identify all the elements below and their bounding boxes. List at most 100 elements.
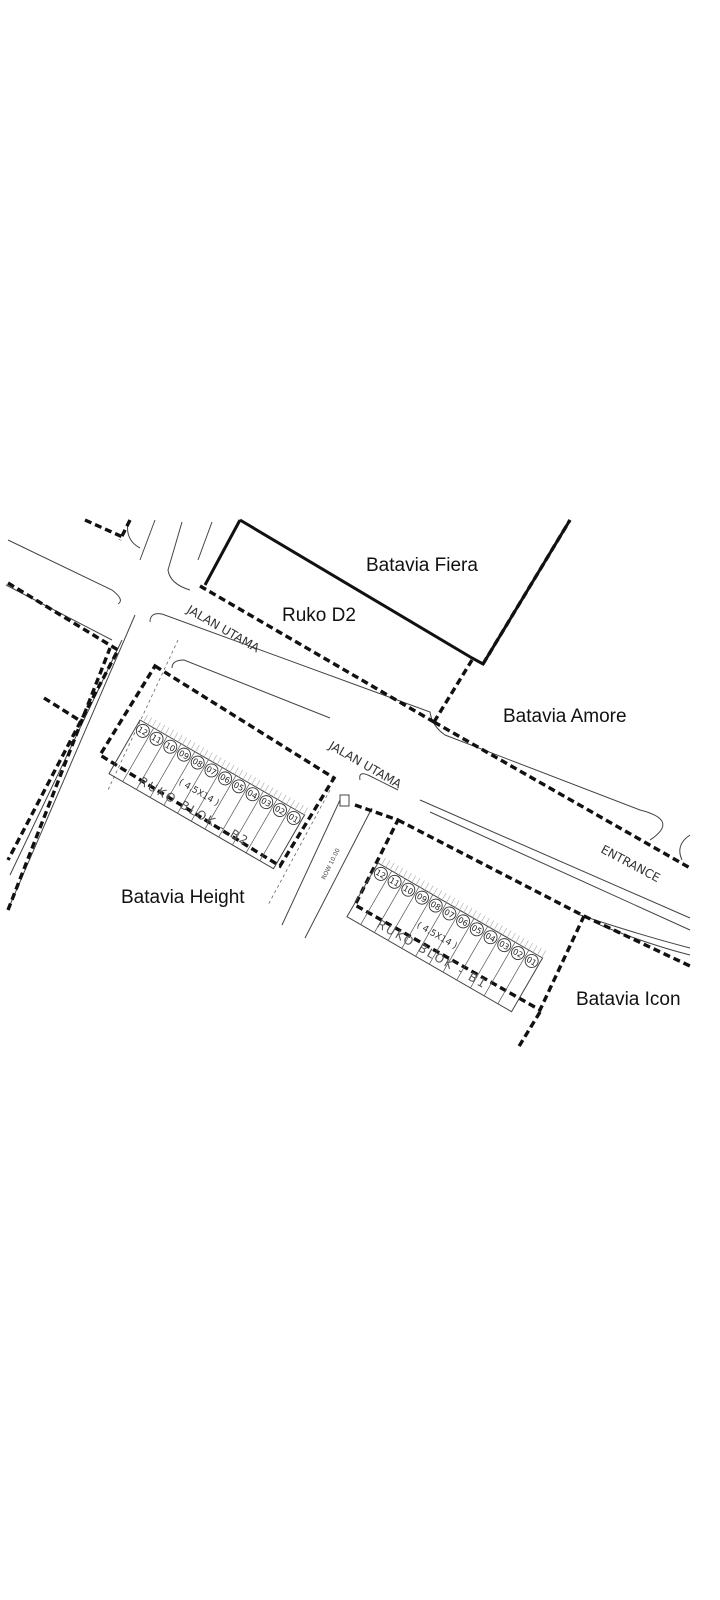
b2-hatch-line (273, 789, 278, 798)
b1-hatch-line (441, 892, 447, 901)
b1-hatch-line (498, 925, 503, 933)
b1-hatch-line (489, 920, 494, 928)
b1-hatch-line (389, 862, 395, 871)
area-label-batavia-fiera: Batavia Fiera (366, 555, 478, 576)
b1-unit-divider (483, 941, 516, 997)
b1-hatch-line (402, 870, 408, 878)
b2-unit-divider (149, 743, 182, 798)
b2-hatch-line (177, 734, 183, 743)
road-edges (5, 519, 691, 956)
b2-hatch-line (169, 729, 174, 738)
b2-unit-number: 05 (232, 780, 245, 793)
b2-hatch-line (229, 764, 235, 773)
b1-hatch-line (528, 942, 533, 951)
b1-unit-marker (373, 866, 388, 881)
b2-hatch-line (294, 802, 300, 810)
b2-unit-number: 01 (287, 812, 300, 825)
b2-unit-divider (122, 727, 155, 782)
b1-hatch-line (454, 900, 460, 908)
b1-hatch-line (407, 872, 412, 881)
b1-hatch (381, 857, 546, 958)
b2-hatch-line (186, 739, 192, 748)
b1-unit-marker (497, 938, 512, 953)
b2-hatch-line (251, 777, 256, 785)
b1-unit-marker (387, 874, 402, 889)
b2-hatch-line (156, 722, 161, 730)
b1-hatch-line (381, 857, 386, 866)
b2-hatch-line (190, 742, 196, 750)
b2-hatch-line (242, 772, 248, 780)
b1-unit-number: 04 (484, 931, 497, 944)
b1-hatch-line (424, 882, 430, 891)
b1-unit-marker (401, 882, 416, 897)
b1-unit-number: 01 (525, 955, 538, 968)
b1-unit-marker (456, 914, 471, 929)
b2-unit-number: 07 (205, 764, 218, 777)
b2-hatch-line (234, 767, 239, 775)
b1-unit-marker (483, 930, 498, 945)
b2-hatch-line (277, 792, 282, 800)
b2-unit-divider (259, 806, 292, 861)
b1-hatch-line (493, 922, 499, 931)
b1-unit-marker (415, 890, 429, 905)
b1-unit-number: 07 (443, 907, 456, 920)
b1-hatch-line (433, 887, 438, 896)
b2-unit-divider (218, 783, 250, 838)
b1-unit-marker (511, 946, 525, 961)
b1-unit-number: 10 (401, 884, 414, 897)
b2-hatch (143, 714, 308, 815)
b2-unit-number: 10 (163, 741, 176, 754)
b2-unit-number: 09 (177, 749, 190, 762)
b1-hatch-line (476, 912, 481, 921)
b1-hatch-line (502, 927, 507, 936)
b1-unit-divider (470, 934, 502, 989)
boundaries (6, 518, 691, 1049)
b2-unit-marker (273, 803, 287, 818)
b2-hatch-line (203, 749, 209, 758)
b2-hatch-line (147, 717, 153, 725)
b1-hatch-line (446, 895, 451, 903)
b2-hatch-line (143, 714, 148, 723)
b1-unit-divider (456, 926, 488, 981)
b2-hatch-line (286, 797, 291, 805)
b2-unit-divider (245, 798, 278, 854)
b2-hatch-line (164, 727, 170, 735)
b2-unit-number: 11 (150, 733, 163, 746)
b2-hatch-line (255, 779, 261, 788)
b2-hatch-line (303, 807, 308, 815)
b1-hatch-line (415, 877, 421, 886)
b2-unit-number: 02 (273, 804, 286, 817)
b1-hatch-line (506, 930, 512, 938)
b2-unit-divider (163, 751, 196, 806)
b1-hatch-line (463, 905, 468, 913)
b2-unit-number: 03 (259, 796, 272, 809)
b1-hatch-line (515, 935, 520, 943)
area-label-ruko-d2: Ruko D2 (282, 605, 356, 626)
b1-unit-divider (428, 910, 461, 965)
b1-unit-divider (374, 878, 406, 933)
b1-unit-divider (401, 894, 434, 949)
b2-unit-marker (231, 779, 246, 794)
area-label-batavia-icon: Batavia Icon (576, 989, 681, 1010)
b2-hatch-line (247, 774, 252, 783)
b1-hatch-line (459, 902, 464, 911)
b2-unit-marker (177, 747, 191, 762)
b1-hatch-line (532, 945, 538, 953)
b1-unit-marker (442, 906, 457, 921)
b2-unit-number: 08 (191, 757, 204, 770)
b1-hatch-line (472, 910, 477, 918)
b1-unit-number: 09 (415, 892, 428, 905)
b2-hatch-line (212, 754, 218, 763)
b2-hatch-line (151, 719, 157, 728)
b1-hatch-line (450, 897, 456, 906)
b1-hatch-line (537, 947, 542, 956)
b1-hatch-line (437, 890, 443, 898)
b1-unit-number: 06 (456, 915, 469, 928)
b2-hatch-line (260, 782, 265, 790)
area-label-batavia-amore: Batavia Amore (503, 706, 627, 727)
b1-unit-number: 08 (429, 900, 442, 913)
b2-unit-divider (190, 767, 223, 822)
b1-unit-number: 05 (470, 923, 483, 936)
b2-hatch-line (281, 794, 287, 803)
